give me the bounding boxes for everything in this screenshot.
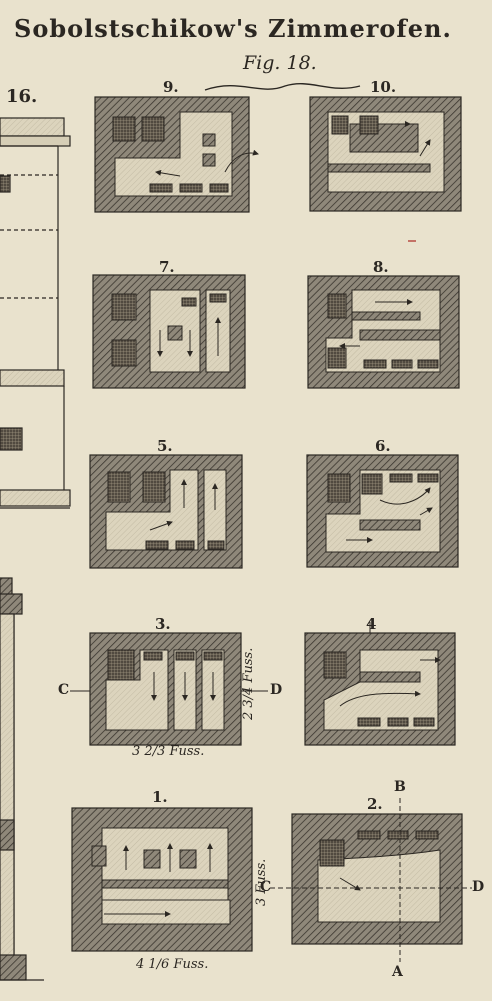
section-c-label: C [260, 879, 272, 895]
plate-title: Sobolstschikow's Zimmerofen. [14, 14, 452, 43]
plan-4-label: 4 [366, 615, 377, 633]
plan-7-label: 7. [159, 258, 175, 276]
plan-6-label: 6. [375, 437, 391, 455]
title-swash [204, 82, 361, 91]
section-d-label: D [472, 879, 485, 895]
plan-1-drawing [71, 807, 253, 952]
plan-10-label: 10. [370, 78, 397, 96]
section-b-label: B [394, 779, 406, 795]
plan-3-drawing [70, 632, 268, 746]
plan-7-drawing [92, 274, 246, 389]
plan-6-drawing [306, 454, 459, 568]
plan-9-drawing [94, 96, 259, 213]
stove-elevation-drawing [0, 117, 71, 981]
section-d-label: D [270, 682, 283, 698]
side-figure-number: 16. [6, 86, 38, 107]
plan-8-drawing [307, 275, 460, 389]
plan-1-width-dimension: 4 1/6 Fuss. [136, 957, 209, 972]
section-a-label: A [392, 964, 403, 980]
plan-3-label: 3. [155, 615, 171, 633]
plan-8-label: 8. [373, 258, 389, 276]
plan-4-drawing [304, 622, 456, 746]
plan-3-width-dimension: 3 2/3 Fuss. [132, 744, 205, 759]
plan-5-drawing [89, 454, 243, 569]
figure-number: Fig. 18. [243, 52, 317, 74]
plan-2-drawing [270, 798, 472, 962]
plan-3-height-dimension: 2 3/4 Fuss. [241, 647, 256, 720]
plan-1-label: 1. [152, 788, 168, 806]
plan-9-label: 9. [163, 78, 179, 96]
plan-2-label: 2. [367, 795, 383, 813]
section-c-label: C [58, 682, 70, 698]
plan-10-drawing [309, 96, 462, 212]
plan-5-label: 5. [157, 437, 173, 455]
